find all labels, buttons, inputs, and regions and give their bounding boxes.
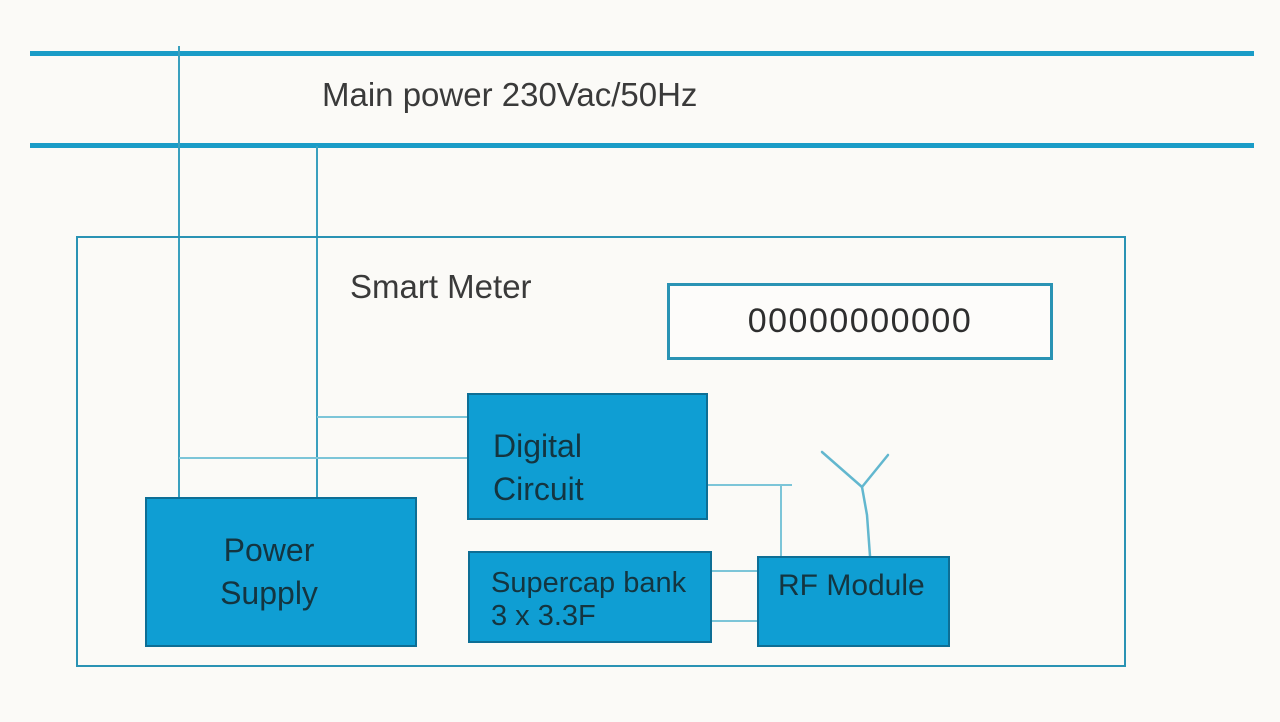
antenna-icon — [820, 450, 890, 558]
power-supply-box: Power Supply — [145, 497, 417, 647]
main-power-label: Main power 230Vac/50Hz — [322, 76, 698, 113]
rf-module-label: RF Module — [778, 569, 925, 602]
rf-module-box: RF Module — [757, 556, 950, 647]
meter-display-value: 00000000000 — [747, 302, 973, 340]
smart-meter-box — [76, 236, 1126, 667]
feed-line-left — [178, 46, 180, 497]
feed-to-digital-line-lower — [179, 457, 468, 459]
power-supply-label: Power Supply — [220, 532, 318, 611]
feed-to-digital-line-upper — [317, 416, 468, 418]
digital-to-rf-line-horizontal — [708, 484, 792, 486]
supercap-to-rf-line-lower — [712, 620, 757, 622]
smart-meter-label: Smart Meter — [350, 268, 532, 305]
feed-line-right — [316, 146, 318, 497]
digital-circuit-label: Digital Circuit — [493, 428, 584, 507]
supercap-bank-box: Supercap bank 3 x 3.3F — [468, 551, 712, 643]
main-power-line-bottom — [30, 143, 1254, 148]
digital-to-rf-line-vertical — [780, 485, 782, 556]
digital-circuit-box: Digital Circuit — [467, 393, 708, 520]
supercap-to-rf-line-upper — [712, 570, 757, 572]
main-power-line-top — [30, 51, 1254, 56]
supercap-bank-label: Supercap bank 3 x 3.3F — [491, 567, 687, 632]
meter-display: 00000000000 — [667, 283, 1053, 360]
